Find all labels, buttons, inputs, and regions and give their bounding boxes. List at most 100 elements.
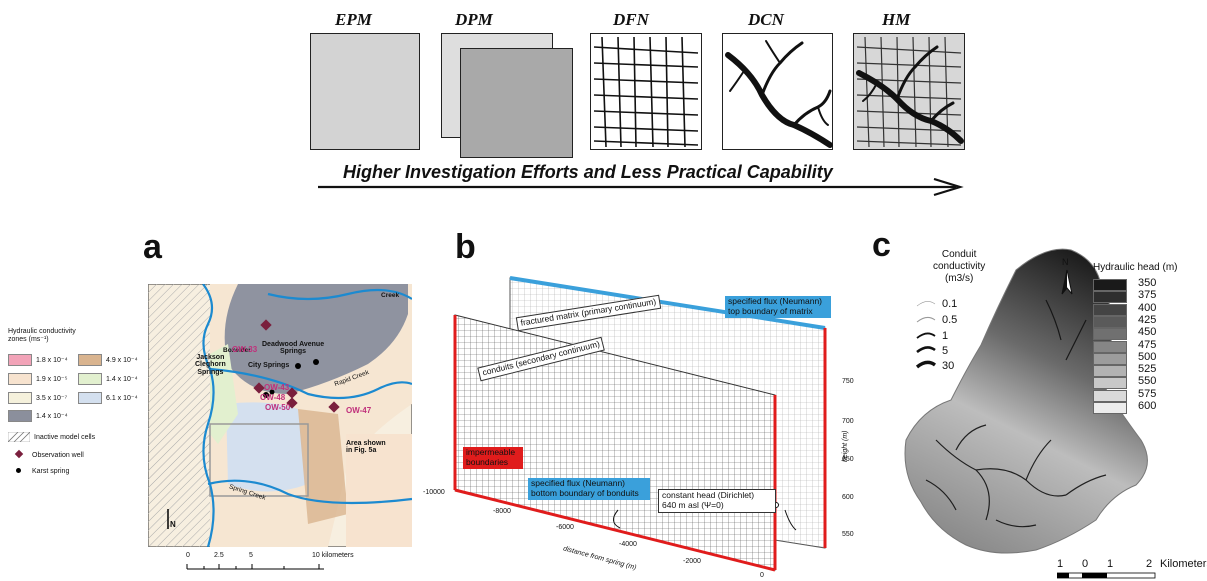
conductivity-symbols [915, 301, 937, 369]
label-boxelder: Boxelder [223, 347, 251, 354]
legend-zone-value: 6.1 x 10⁻⁴ [106, 394, 138, 402]
y-axis-label: height (m) [842, 430, 849, 462]
legend-title-line1: Hydraulic conductivity [8, 328, 76, 335]
panel-letter-c: c [872, 226, 891, 264]
head-legend-value: 550 [1138, 375, 1157, 388]
observation-well-icon [14, 449, 24, 459]
c-scale-tick-1a: 1 [1057, 558, 1064, 570]
head-legend-swatch [1093, 328, 1127, 341]
scale-tick-5: 5 [249, 552, 253, 559]
legend-zone-7: 6.1 x 10⁻⁴ [78, 392, 138, 404]
label-constant-head: constant head (Dirichlet) 640 m asl (Ψ=0… [658, 489, 776, 513]
c-scale-tick-0: 0 [1082, 558, 1089, 570]
scale-tick-2-5: 2.5 [214, 552, 224, 559]
conductivity-value-3: 1 [942, 330, 949, 342]
y-tick-600: 600 [842, 494, 854, 501]
x-tick-0: 0 [760, 572, 764, 579]
label-flux-top: specified flux (Neumann) top boundary of… [725, 296, 831, 318]
head-legend-value: 375 [1138, 289, 1157, 302]
conductivity-value-5: 30 [942, 360, 955, 372]
legend-swatch [78, 392, 102, 404]
head-legend-value: 425 [1138, 313, 1157, 326]
legend-observation: Observation well [14, 449, 84, 459]
head-legend-value: 450 [1138, 326, 1157, 339]
head-legend-value: 475 [1138, 338, 1157, 351]
conductivity-value-1: 0.1 [942, 298, 958, 310]
dcn-tile [722, 33, 833, 150]
head-legend-swatch [1093, 340, 1127, 353]
conductivity-title: Conduit conductivity (m3/s) [933, 249, 986, 284]
arrow-caption: Higher Investigation Efforts and Less Pr… [343, 162, 833, 182]
legend-zone-value: 3.5 x 10⁻⁷ [36, 394, 68, 402]
y-tick-550: 550 [842, 531, 854, 538]
north-arrow-icon [1061, 269, 1073, 295]
hm-tile [853, 33, 965, 150]
model-title-epm: EPM [335, 10, 372, 29]
legend-observation-label: Observation well [32, 452, 84, 459]
scale-tick-10: 10 kilometers [312, 552, 354, 559]
label-deadwood: Deadwood Avenue Springs [262, 341, 325, 356]
epm-tile [310, 33, 420, 150]
legend-zone-value: 1.9 x 10⁻⁵ [36, 375, 68, 383]
head-legend-swatch [1093, 352, 1127, 365]
x-tick-6000: -6000 [556, 524, 574, 531]
legend-zone-value: 4.9 x 10⁻⁴ [106, 356, 138, 364]
legend-zone-5: 4.9 x 10⁻⁴ [78, 354, 138, 366]
head-legend-swatch [1093, 279, 1127, 291]
legend-spring: Karst spring [16, 468, 69, 475]
head-title: Hydraulic head (m) [1093, 262, 1178, 273]
x-tick-4000: -4000 [619, 541, 637, 548]
y-tick-650: 650 [842, 456, 854, 463]
label-flux-bottom: specified flux (Neumann) bottom boundary… [528, 478, 650, 500]
well-label-ow47: OW-47 [346, 406, 372, 415]
head-legend-value: 350 [1138, 277, 1157, 289]
study-area-map [148, 284, 412, 547]
well-label-ow43: OW-43 [264, 383, 290, 392]
head-legend-swatch [1093, 377, 1127, 390]
x-tick-10000: -10000 [423, 489, 445, 496]
legend-inactive: Inactive model cells [7, 431, 96, 443]
conductivity-value-4: 5 [942, 345, 949, 357]
panel-letter-a: a [143, 228, 162, 266]
legend-zone-value: 1.4 x 10⁻⁴ [36, 412, 68, 420]
c-scale-unit: Kilometers [1160, 558, 1207, 570]
conductivity-value-2: 0.5 [942, 314, 958, 326]
direction-arrow [318, 178, 964, 197]
head-legend-swatch [1093, 303, 1127, 316]
scale-tick-0: 0 [186, 552, 190, 559]
legend-zone-6: 1.4 x 10⁻⁴ [78, 373, 138, 385]
legend-swatch [78, 354, 102, 366]
x-tick-8000: -8000 [493, 508, 511, 515]
dpm-front-tile [460, 48, 573, 158]
well-label-ow33: OW-33 [232, 345, 258, 354]
head-legend-value: 600 [1138, 400, 1157, 412]
model-title-dfn: DFN [613, 10, 649, 29]
scale-bar-a [186, 564, 324, 570]
hatch-swatch [7, 431, 31, 443]
legend-zone-1: 1.8 x 10⁻⁴ [8, 354, 68, 366]
panel-letter-b: b [455, 228, 476, 266]
model-title-dcn: DCN [748, 10, 784, 29]
well-label-ow48: OW-48 [260, 393, 286, 402]
head-legend-swatch [1093, 315, 1127, 328]
y-tick-750: 750 [842, 378, 854, 385]
legend-inactive-label: Inactive model cells [34, 433, 96, 441]
head-legend-swatch [1093, 402, 1127, 414]
legend-swatch [8, 373, 32, 385]
model-title-hm: HM [882, 10, 911, 29]
legend-swatch [8, 354, 32, 366]
head-legend-swatch [1093, 291, 1127, 304]
karst-spring-icon [16, 468, 21, 473]
legend-zone-value: 1.8 x 10⁻⁴ [36, 356, 68, 364]
head-legend-swatch [1093, 389, 1127, 402]
x-tick-2000: -2000 [683, 558, 701, 565]
legend-zone-3: 3.5 x 10⁻⁷ [8, 392, 67, 404]
legend-title-line2: zones (ms⁻¹) [8, 336, 49, 344]
legend-swatch [8, 410, 32, 422]
legend-swatch [78, 373, 102, 385]
north-arrow-c: N [1062, 257, 1069, 267]
north-arrow-a: N [170, 520, 176, 529]
label-creek: Creek [381, 292, 400, 299]
scale-bar-c [1057, 572, 1156, 579]
legend-swatch [8, 392, 32, 404]
